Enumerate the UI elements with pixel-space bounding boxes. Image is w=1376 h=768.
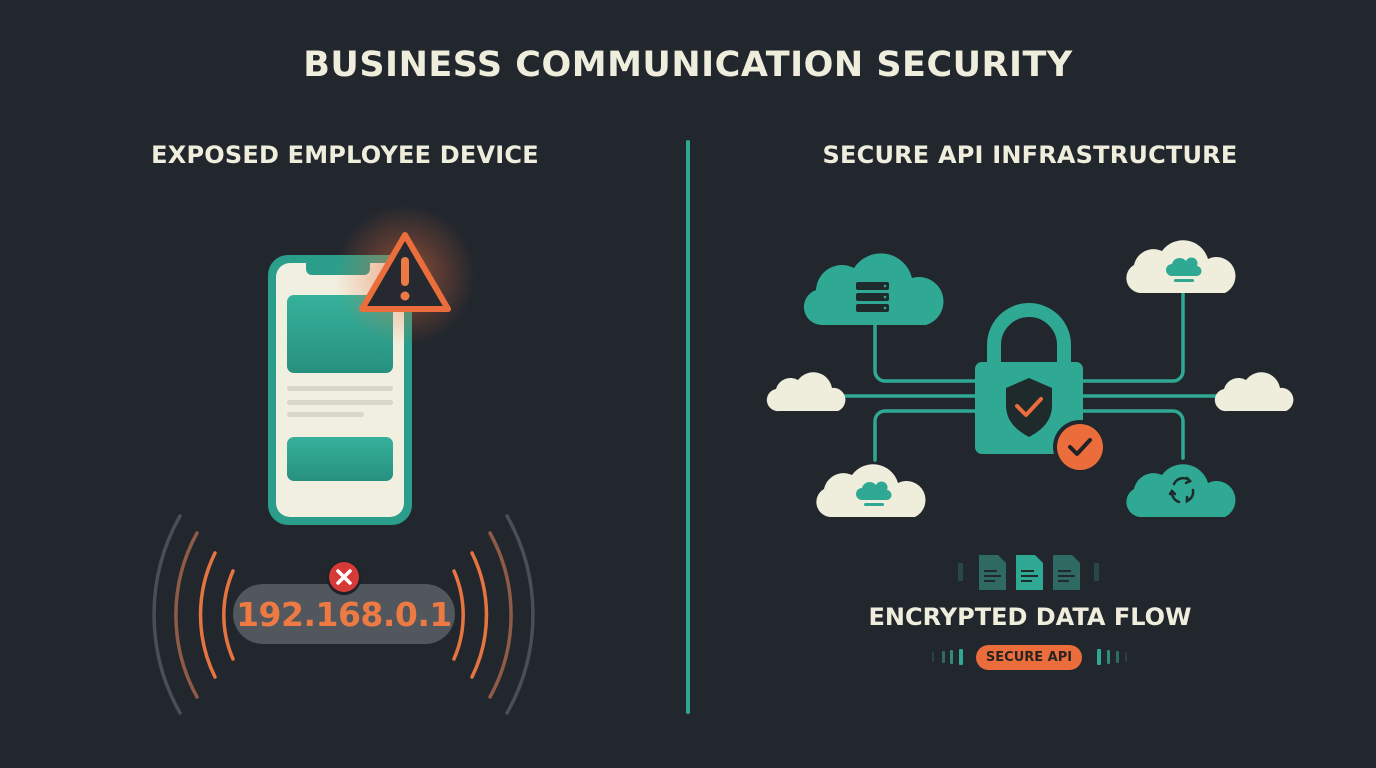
broadcast-waves-icon [152, 514, 535, 715]
encrypted-data-flow-label: ENCRYPTED DATA FLOW [868, 603, 1192, 631]
cloud-middle-left [766, 372, 846, 412]
cloud-upload-icon [1166, 257, 1202, 282]
document-row [958, 555, 1099, 590]
secure-api-badge: SECURE API [976, 645, 1082, 670]
padlock-shield-check-icon [975, 303, 1083, 454]
document-icon [1053, 555, 1080, 590]
cloud-middle-right [1214, 372, 1294, 412]
ip-address-pill: 192.168.0.1 [233, 584, 455, 644]
secure-api-badge-label: SECURE API [985, 650, 1073, 665]
document-icon [979, 555, 1006, 590]
signal-bars [932, 649, 1127, 665]
sync-arrows-icon [1168, 476, 1195, 504]
warning-triangle-icon [335, 205, 475, 345]
server-stack-icon [856, 282, 889, 312]
panel-divider [686, 140, 690, 714]
cloud-top-right [1126, 240, 1236, 293]
network-connectors [839, 291, 1222, 462]
check-circle-icon [1053, 420, 1107, 474]
cloud-bottom-right [1126, 464, 1236, 517]
left-panel-heading: EXPOSED EMPLOYEE DEVICE [151, 141, 539, 169]
cloud-bottom-left [816, 464, 926, 517]
page-title: BUSINESS COMMUNICATION SECURITY [303, 45, 1073, 85]
ip-address: 192.168.0.1 [236, 594, 452, 634]
x-circle-icon [327, 561, 361, 595]
right-panel-heading: SECURE API INFRASTRUCTURE [822, 141, 1238, 169]
cloud-top-left [803, 253, 944, 326]
cloud-upload-icon [856, 481, 892, 506]
document-icon [1016, 555, 1043, 590]
